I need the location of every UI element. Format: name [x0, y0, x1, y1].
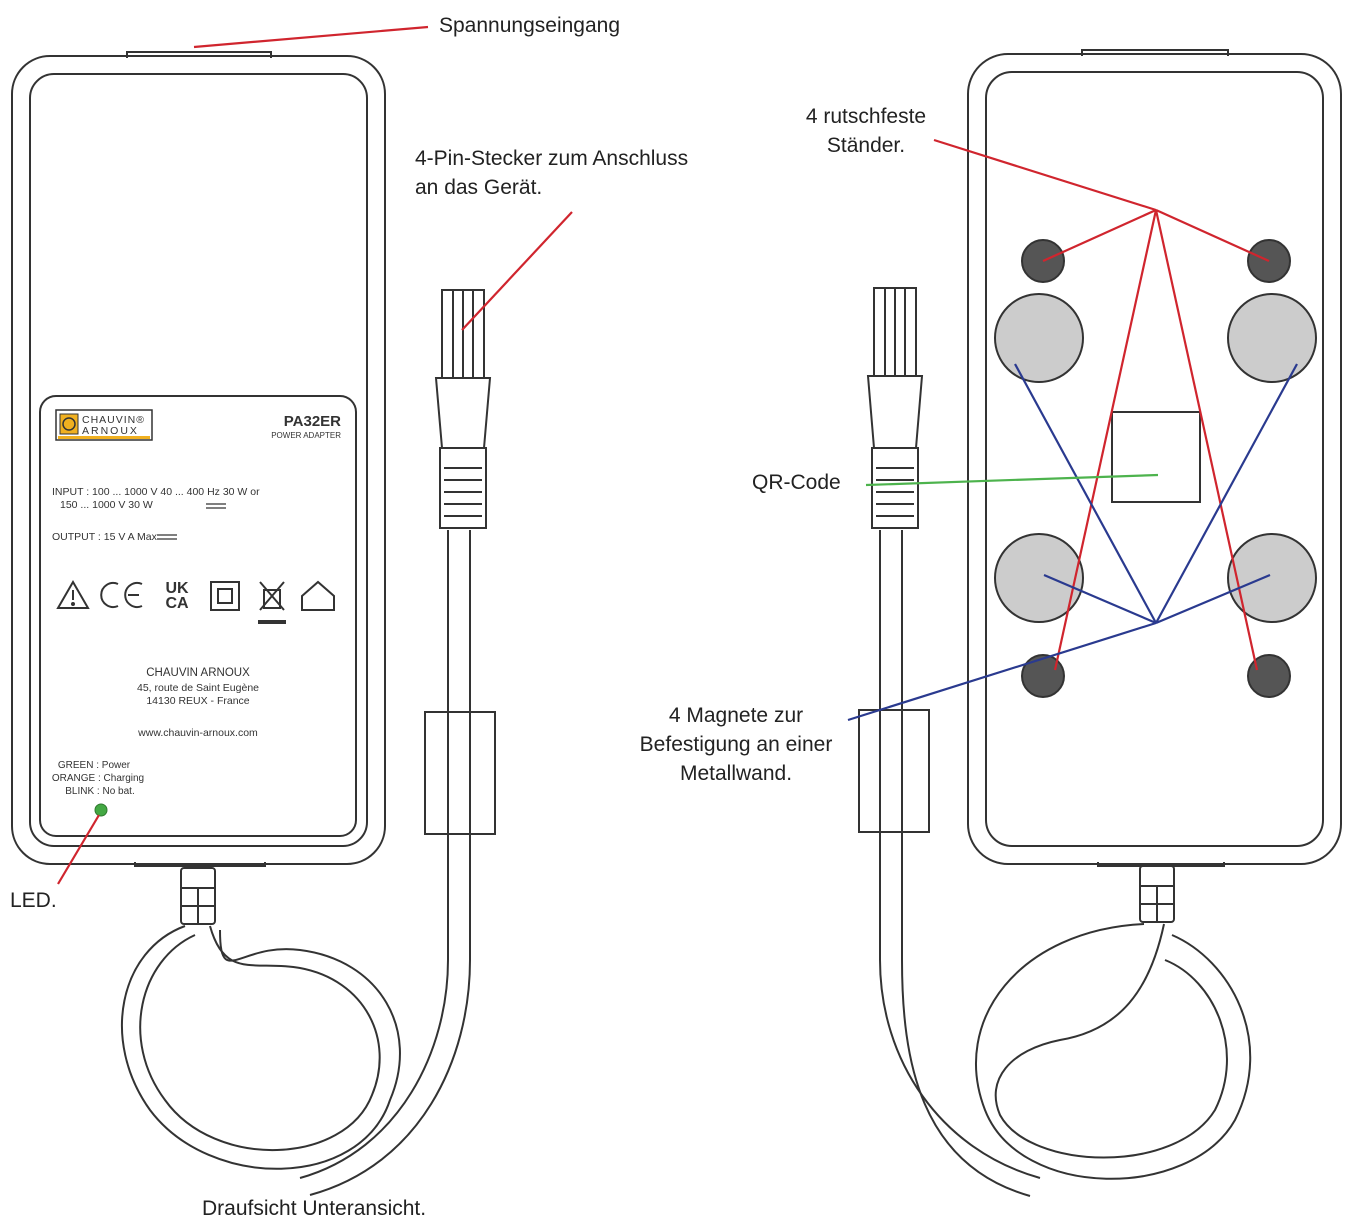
callout-stands-1: 4 rutschfeste — [805, 105, 927, 128]
caption: Draufsicht Unteransicht. — [202, 1197, 427, 1220]
led-indicator — [94, 803, 108, 817]
input-rating-1: INPUT : 100 ... 1000 V 40 ... 400 Hz 30 … — [52, 486, 260, 498]
callout-magnets-1: 4 Magnete zur — [668, 704, 804, 727]
four-pin-connector-left — [424, 289, 496, 835]
callout-led: LED. — [10, 889, 57, 912]
leader-power-input — [193, 25, 429, 49]
callout-connector-2: an das Gerät. — [415, 176, 543, 199]
status-green: GREEN : Power — [58, 760, 131, 771]
brand-name-2: ARNOUX — [82, 425, 139, 437]
rating-label — [39, 395, 357, 837]
qr-code-area — [1111, 411, 1201, 503]
output-rating: OUTPUT : 15 V A Max — [52, 531, 158, 543]
magnets — [994, 293, 1317, 623]
status-blink: BLINK : No bat. — [65, 786, 134, 797]
callout-power-input: Spannungseingang — [439, 14, 621, 37]
company-name: CHAUVIN ARNOUX — [146, 667, 250, 679]
leader-magnets — [847, 363, 1298, 722]
power-input-port — [126, 51, 272, 58]
callout-magnets-3: Metallwand. — [679, 762, 793, 785]
leader-feet — [933, 138, 1270, 671]
warning-icon — [56, 579, 90, 609]
address-line-2: 14130 REUX - France — [146, 695, 249, 707]
top-view-adapter — [11, 51, 386, 867]
indoor-use-icon — [301, 580, 335, 611]
callout-magnets-2: Befestigung an einer — [639, 733, 833, 756]
ukca-mark-2: CA — [165, 595, 189, 612]
callout-qr-code: QR-Code — [752, 471, 841, 494]
website: www.chauvin-arnoux.com — [137, 727, 258, 739]
double-insulation-icon — [210, 581, 240, 611]
model-subtitle: POWER ADAPTER — [271, 431, 341, 440]
leader-lines — [57, 25, 1298, 885]
top-view-cable — [120, 530, 471, 1196]
brand-logo — [55, 409, 153, 441]
logo-mark-icon — [62, 417, 76, 431]
leader-qr — [865, 473, 1159, 487]
model-name: PA32ER — [284, 413, 341, 430]
brand-name-1: CHAUVIN® — [82, 414, 145, 426]
four-pin-connector-right — [858, 287, 930, 833]
leader-connector — [461, 211, 573, 331]
input-rating-2: 150 ... 1000 V 30 W — [60, 499, 153, 511]
address-line-1: 45, route de Saint Eugène — [137, 682, 259, 694]
dc-output-icon — [157, 534, 177, 540]
callout-stands-2: Ständer. — [826, 134, 906, 157]
status-orange: ORANGE : Charging — [52, 773, 144, 784]
ce-mark-icon — [100, 582, 119, 608]
ferrite-core-left — [424, 711, 496, 835]
bottom-view-adapter — [967, 49, 1342, 867]
leader-led — [57, 814, 100, 885]
ferrite-core-right — [858, 709, 930, 833]
callout-connector-1: 4-Pin-Stecker zum Anschluss — [415, 147, 689, 170]
non-slip-feet — [1021, 239, 1291, 698]
dc-symbol-icon — [206, 503, 226, 509]
rating-label-content: CHAUVIN® ARNOUX PA32ER POWER ADAPTER INP… — [52, 409, 341, 797]
bottom-view-cable — [879, 530, 1252, 1197]
ukca-mark-1: UK — [165, 580, 189, 597]
